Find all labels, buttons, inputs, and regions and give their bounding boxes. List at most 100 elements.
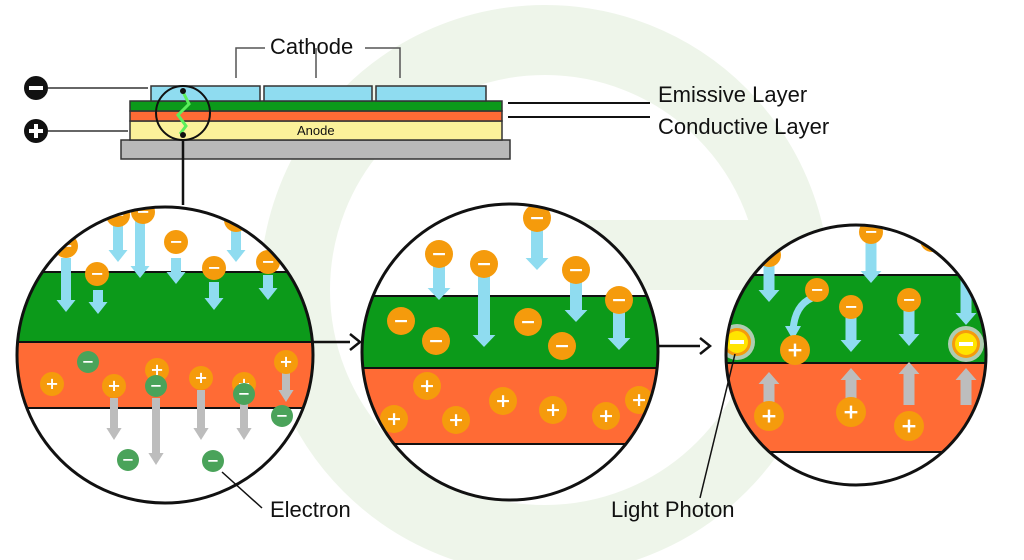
anode-label: Anode bbox=[297, 123, 335, 138]
cathode-segment bbox=[375, 85, 487, 102]
svg-text:−: − bbox=[207, 452, 219, 470]
hole-icon: + bbox=[836, 397, 866, 427]
svg-text:−: − bbox=[611, 289, 627, 311]
hole-flow-arrow bbox=[898, 362, 920, 405]
electron-flow-arrow bbox=[427, 260, 451, 300]
electron-flow-arrow bbox=[226, 222, 246, 262]
electron-icon: − bbox=[145, 375, 167, 397]
hole-icon: + bbox=[40, 372, 64, 396]
substrate-layer bbox=[120, 139, 511, 160]
electron-flow-arrow bbox=[860, 235, 882, 283]
svg-text:−: − bbox=[393, 310, 409, 332]
electron-flow-arrow bbox=[166, 258, 186, 284]
svg-text:−: − bbox=[864, 222, 878, 241]
svg-text:+: + bbox=[545, 399, 561, 421]
electron-leader bbox=[221, 471, 263, 509]
svg-text:−: − bbox=[568, 259, 584, 281]
svg-text:−: − bbox=[431, 243, 447, 265]
electron-drift-arrow bbox=[236, 395, 252, 440]
svg-text:−: − bbox=[902, 290, 916, 309]
electron-flow-arrow bbox=[56, 258, 76, 312]
photon-icon bbox=[948, 326, 984, 362]
svg-text:−: − bbox=[238, 385, 250, 403]
svg-text:+: + bbox=[787, 337, 804, 361]
photon-icon bbox=[726, 324, 755, 360]
hole-icon: + bbox=[489, 387, 517, 415]
conductive-layer-label: Conductive Layer bbox=[658, 114, 830, 139]
electron-icon: − bbox=[117, 449, 139, 471]
hole-icon: + bbox=[145, 358, 169, 382]
electron-icon: − bbox=[514, 308, 542, 336]
conductive-layer bbox=[129, 110, 503, 122]
electron-icon: − bbox=[202, 256, 226, 280]
hole-icon: + bbox=[780, 335, 810, 365]
spark-icon bbox=[176, 91, 191, 135]
hole-icon: + bbox=[102, 374, 126, 398]
electron-flow-arrow bbox=[88, 290, 108, 314]
svg-text:−: − bbox=[150, 377, 162, 395]
electron-flow-arrow bbox=[898, 305, 920, 346]
flow-arrow bbox=[313, 333, 363, 351]
electron-icon: − bbox=[425, 240, 453, 268]
electron-icon: − bbox=[562, 256, 590, 284]
electron-icon: − bbox=[77, 351, 99, 373]
electron-drift-arrow bbox=[106, 398, 122, 440]
electron-flow-arrow bbox=[472, 270, 496, 347]
svg-text:+: + bbox=[279, 352, 293, 371]
svg-text:+: + bbox=[901, 413, 918, 437]
electron-flow-arrow bbox=[758, 262, 780, 302]
cathode-label: Cathode bbox=[270, 34, 354, 59]
photon-leader bbox=[699, 353, 736, 499]
svg-text:−: − bbox=[520, 311, 536, 333]
svg-text:−: − bbox=[529, 207, 545, 229]
electron-icon: − bbox=[131, 202, 155, 224]
svg-text:+: + bbox=[150, 360, 164, 379]
electron-icon: − bbox=[233, 383, 255, 405]
electron-flow-arrow bbox=[258, 275, 278, 300]
hole-icon: + bbox=[413, 372, 441, 400]
hole-icon: + bbox=[592, 402, 620, 430]
electron-icon: − bbox=[548, 332, 576, 360]
electron-icon: − bbox=[85, 262, 109, 286]
electron-icon: − bbox=[523, 204, 551, 232]
svg-text:+: + bbox=[598, 405, 614, 427]
svg-text:+: + bbox=[194, 368, 208, 387]
svg-text:−: − bbox=[844, 297, 858, 316]
electron-label: Electron bbox=[270, 497, 351, 522]
svg-text:+: + bbox=[107, 376, 121, 395]
svg-text:+: + bbox=[761, 403, 778, 427]
svg-text:−: − bbox=[276, 407, 288, 425]
electron-icon: − bbox=[271, 405, 293, 427]
svg-text:−: − bbox=[207, 258, 221, 277]
cathode-bracket bbox=[235, 47, 401, 78]
svg-text:−: − bbox=[90, 264, 104, 283]
svg-text:−: − bbox=[428, 330, 444, 352]
hole-icon: + bbox=[754, 401, 784, 431]
hole-flow-arrow bbox=[955, 368, 977, 405]
flow-arrow bbox=[658, 337, 713, 355]
electron-icon: − bbox=[605, 286, 633, 314]
zoom-circle-1: −−−−−−−−++++++−−−−−− bbox=[15, 202, 315, 505]
electron-drift-arrow bbox=[148, 398, 164, 465]
electron-icon: − bbox=[859, 222, 883, 244]
svg-text:+: + bbox=[386, 408, 402, 430]
light-photon-label: Light Photon bbox=[611, 497, 735, 522]
svg-text:+: + bbox=[631, 389, 647, 411]
hole-icon: + bbox=[442, 406, 470, 434]
electron-flow-arrow bbox=[204, 282, 224, 310]
cathode-segment bbox=[150, 85, 261, 102]
svg-text:−: − bbox=[476, 253, 492, 275]
electron-flow-arrow bbox=[840, 310, 862, 352]
svg-text:−: − bbox=[169, 232, 183, 251]
electron-flow-arrow bbox=[564, 275, 588, 322]
hole-flow-arrow bbox=[840, 368, 862, 405]
svg-text:−: − bbox=[554, 335, 570, 357]
svg-text:−: − bbox=[136, 202, 150, 221]
electron-flow-arrow bbox=[130, 212, 150, 278]
device-stack bbox=[24, 47, 650, 205]
svg-text:−: − bbox=[261, 252, 275, 271]
electron-drift-arrow bbox=[278, 372, 294, 402]
electron-icon: − bbox=[164, 230, 188, 254]
electron-icon: − bbox=[387, 307, 415, 335]
